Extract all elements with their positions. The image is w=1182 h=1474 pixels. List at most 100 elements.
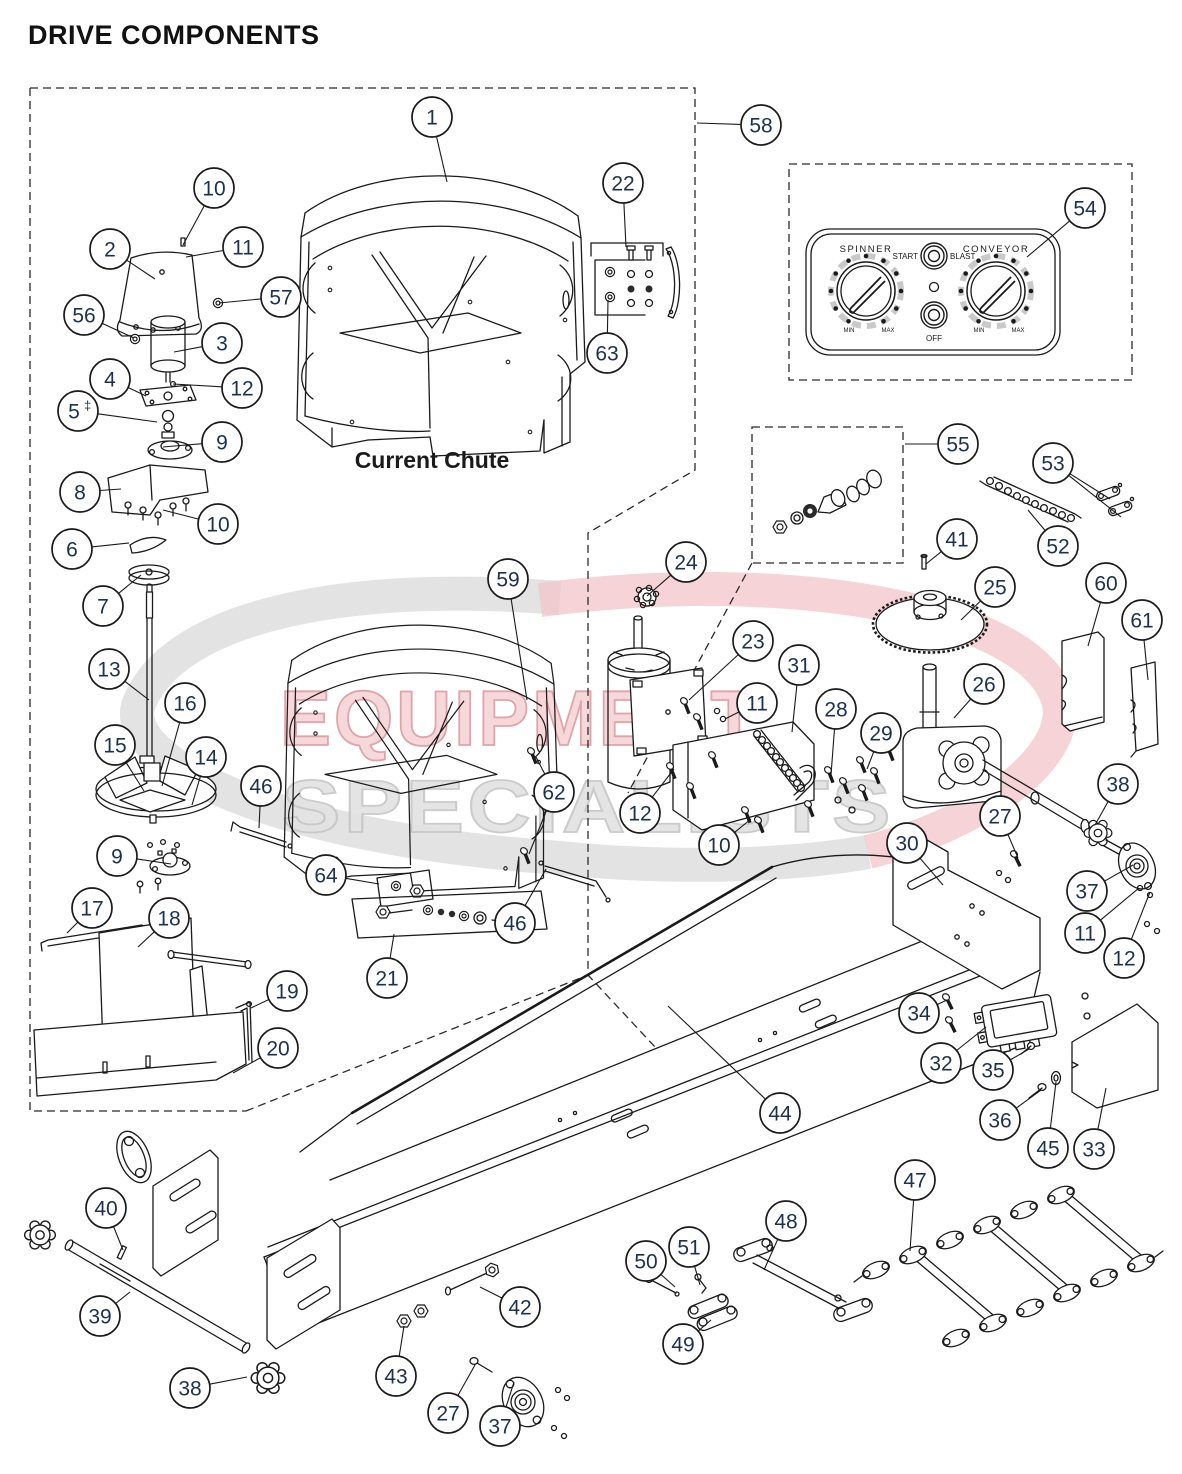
conveyor-label: CONVEYOR [963,244,1029,255]
svg-text:29: 29 [869,723,892,746]
coupler-kit-55 [772,469,882,534]
callout-37: 37 [479,1381,521,1447]
callout-35: 35 [972,1048,1030,1091]
svg-text:23: 23 [741,631,764,654]
svg-text:24: 24 [674,552,698,575]
svg-text:38: 38 [178,1378,201,1401]
svg-text:12: 12 [230,378,253,401]
callout-10: 10 [162,503,239,545]
callout-55: 55 [905,423,979,465]
callout-22: 22 [602,162,644,248]
svg-text:36: 36 [988,1110,1011,1133]
svg-text:28: 28 [824,699,847,722]
callout-63: 63 [586,299,628,374]
callout-2: 2 [89,228,156,280]
svg-text:10: 10 [202,178,225,201]
spinner-label: SPINNER [840,244,893,255]
svg-text:57: 57 [269,287,292,310]
svg-text:38: 38 [1106,774,1129,797]
callout-48: 48 [763,1200,807,1271]
svg-text:32: 32 [929,1053,952,1076]
callout-21: 21 [366,933,408,999]
svg-text:44: 44 [768,1103,792,1126]
callout-6: 6 [51,528,130,570]
callout-51: 51 [668,1226,710,1286]
motor-assembly [607,584,901,835]
svg-text:9: 9 [216,432,228,455]
callout-38: 38 [1094,763,1139,826]
callout-3: 3 [173,322,243,364]
start-blast-button [920,242,948,270]
callout-46: 46 [240,765,282,829]
svg-text:64: 64 [314,865,338,888]
callout-64: 64 [305,854,380,896]
svg-text:45: 45 [1036,1138,1059,1161]
svg-text:33: 33 [1082,1139,1105,1162]
svg-text:51: 51 [677,1237,700,1260]
callout-12: 12 [1103,891,1151,979]
callout-9: 9 [96,835,172,877]
callout-27: 27 [427,1364,476,1434]
svg-text:50: 50 [634,1251,657,1274]
svg-text:53: 53 [1041,453,1064,476]
callout-47: 47 [894,1159,936,1252]
callout-19: 19 [250,970,308,1012]
callout-58: 58 [696,104,782,146]
callout-29: 29 [860,712,902,770]
conveyor-tray-44 [116,839,1041,1350]
svg-text:62: 62 [542,782,565,805]
conveyor-max-label: MAX [1011,328,1024,334]
svg-text:60: 60 [1094,573,1117,596]
svg-text:16: 16 [173,693,196,716]
callout-10: 10 [698,818,752,866]
conveyor-min-label: MIN [974,328,985,334]
callout-42: 42 [479,1286,541,1328]
svg-text:17: 17 [80,898,103,921]
svg-text:59: 59 [496,569,519,592]
callout-38: 38 [169,1367,248,1409]
hardware-kit-22-63 [590,242,681,319]
svg-text:7: 7 [97,596,109,619]
svg-text:61: 61 [1130,610,1153,633]
svg-text:13: 13 [97,659,120,682]
spinner-max-label: MAX [881,328,894,334]
svg-text:27: 27 [988,806,1011,829]
svg-text:54: 54 [1073,198,1097,221]
svg-text:43: 43 [384,1366,407,1389]
callout-20: 20 [232,1027,299,1074]
svg-text:41: 41 [945,529,968,552]
svg-text:14: 14 [194,747,218,770]
callout-28: 28 [815,688,857,776]
svg-text:27: 27 [436,1403,459,1426]
callout-23: 23 [688,620,774,701]
callout-34: 34 [898,992,948,1034]
gearbox-assembly-26 [902,663,1161,935]
callout-53: 53 [1032,442,1122,518]
callout-11: 11 [724,682,778,724]
callout-1: 1 [411,96,453,183]
callout-8: 8 [59,471,122,513]
callout-11: 11 [1064,887,1140,954]
svg-text:21: 21 [375,968,398,991]
start-label: START [893,252,919,261]
svg-text:40: 40 [94,1198,117,1221]
callout-12: 12 [172,367,263,409]
svg-text:37: 37 [1075,881,1098,904]
svg-text:46: 46 [249,776,272,799]
svg-text:49: 49 [671,1334,694,1357]
callout-40: 40 [85,1187,127,1251]
svg-text:55: 55 [946,434,969,457]
idler-links [644,1237,873,1332]
callout-33: 33 [1073,1087,1115,1170]
callout-18: 18 [137,897,190,948]
svg-text:12: 12 [1112,948,1135,971]
callout-57: 57 [218,276,302,318]
callout-4: 4 [89,358,147,400]
svg-text:12: 12 [628,803,651,826]
svg-text:20: 20 [266,1038,289,1061]
callout-12: 12 [619,768,675,834]
callout-59: 59 [487,558,529,701]
current-chute-drawing: Current Chute [296,175,586,473]
